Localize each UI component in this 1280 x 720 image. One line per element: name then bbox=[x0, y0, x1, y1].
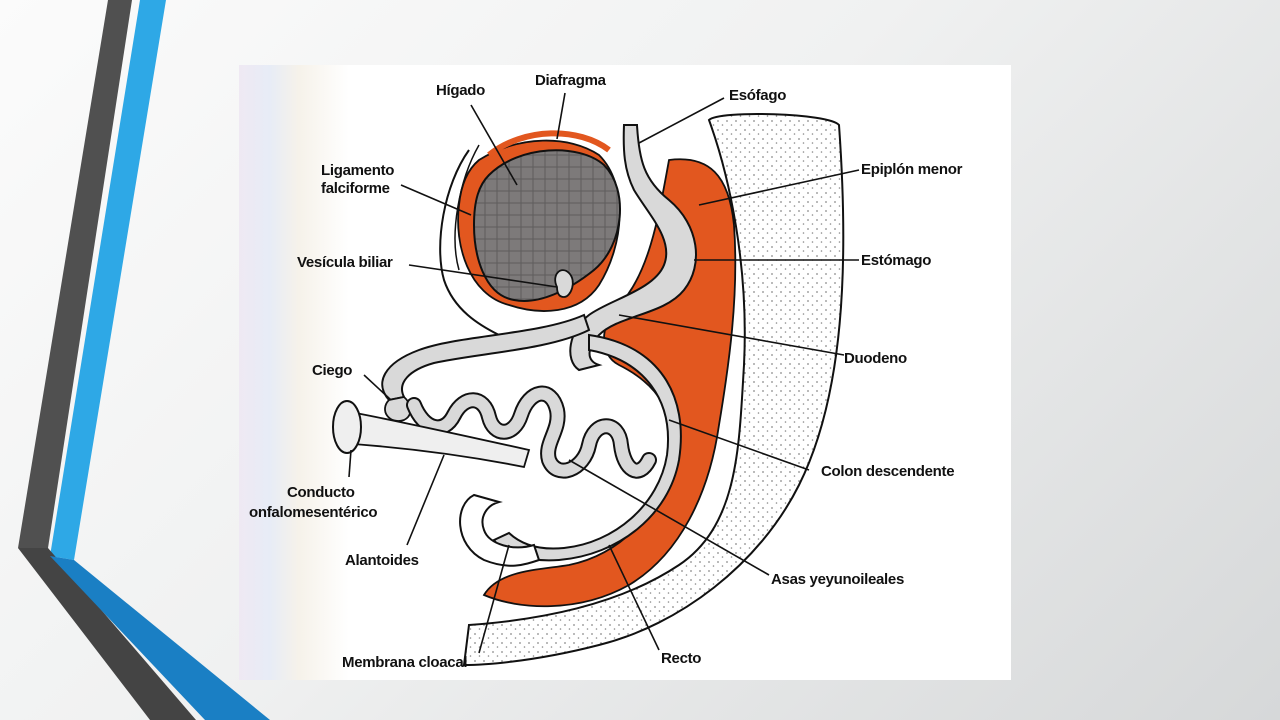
label-asas: Asas yeyunoileales bbox=[771, 571, 904, 588]
cloaca-hook bbox=[459, 493, 541, 567]
cecum bbox=[384, 396, 412, 422]
umbilical-stalk-end bbox=[332, 400, 362, 454]
label-higado: Hígado bbox=[436, 82, 485, 99]
label-diafragma: Diafragma bbox=[535, 72, 607, 89]
body-wall bbox=[462, 112, 845, 667]
label-alantoides: Alantoides bbox=[345, 552, 419, 569]
label-conducto-line2: onfalomesentérico bbox=[249, 504, 377, 521]
label-ligamento-line2: falciforme bbox=[321, 180, 390, 197]
dark-diagonal-stripe bbox=[18, 548, 196, 720]
gallbladder bbox=[554, 269, 574, 298]
label-duodeno: Duodeno bbox=[844, 350, 907, 367]
leader-lines bbox=[348, 92, 860, 654]
label-recto: Recto bbox=[661, 650, 701, 667]
diaphragm bbox=[487, 130, 611, 158]
blue-vertical-stripe bbox=[50, 0, 166, 560]
label-epiplon: Epiplón menor bbox=[861, 161, 963, 178]
embryo-gut-diagram: Hígado Diafragma Esófago Ligamento falci… bbox=[239, 65, 1011, 680]
label-vesicula: Vesícula biliar bbox=[297, 254, 393, 271]
label-ciego: Ciego bbox=[312, 362, 352, 379]
hindgut bbox=[492, 333, 682, 562]
label-membrana: Membrana cloacal bbox=[342, 654, 467, 671]
umbilical-stalk bbox=[338, 408, 531, 469]
label-colon: Colon descendente bbox=[821, 463, 954, 480]
label-esofago: Esófago bbox=[729, 87, 786, 104]
label-conducto-line1: Conducto bbox=[287, 484, 355, 501]
liver bbox=[472, 149, 621, 302]
falciform-ligament bbox=[439, 149, 500, 336]
blue-diagonal-stripe bbox=[50, 556, 270, 720]
esophagus-stomach bbox=[569, 124, 697, 372]
label-ligamento-line1: Ligamento bbox=[321, 162, 394, 179]
dark-vertical-stripe bbox=[18, 0, 132, 548]
label-estomago: Estómago bbox=[861, 252, 931, 269]
